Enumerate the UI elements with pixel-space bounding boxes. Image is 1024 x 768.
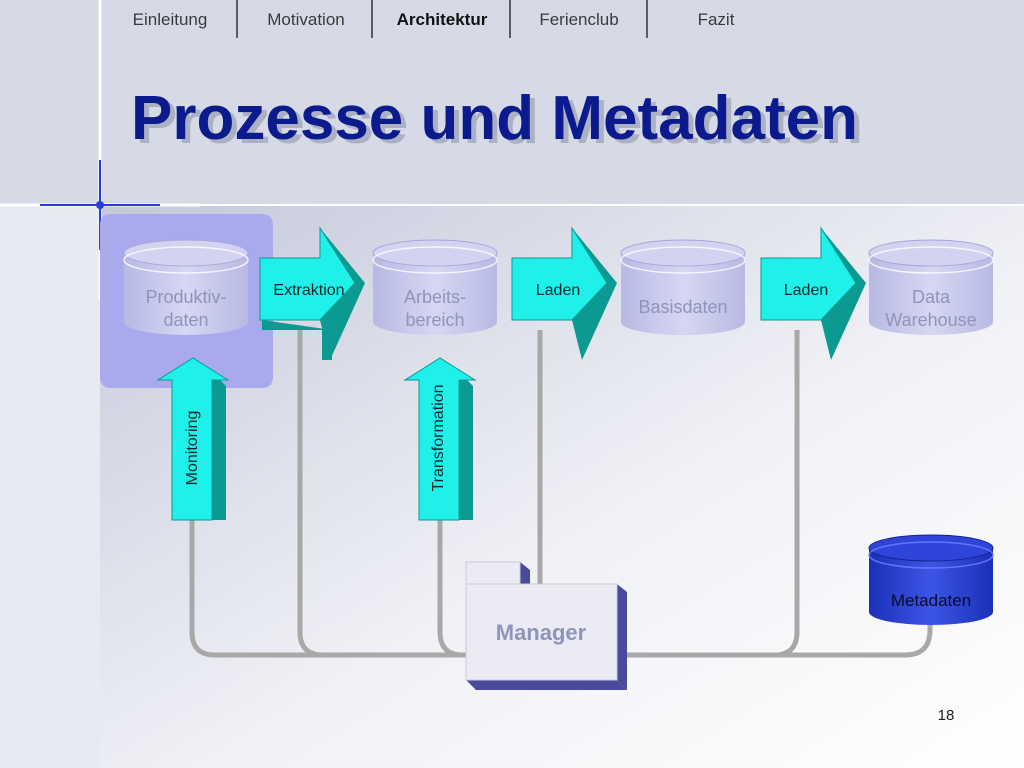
arrow-transformation: Transformation bbox=[403, 357, 477, 521]
nav-item-fazit[interactable]: Fazit bbox=[698, 10, 735, 29]
nav-item-ferienclub[interactable]: Ferienclub bbox=[539, 10, 618, 29]
store-label: Metadaten bbox=[891, 591, 971, 610]
store-label-line2: daten bbox=[163, 310, 208, 330]
arrow-laden-1: Laden bbox=[511, 226, 617, 360]
store-label-line2: Warehouse bbox=[885, 310, 976, 330]
arrow-label: Laden bbox=[536, 282, 581, 299]
header-band bbox=[0, 0, 1024, 205]
store-label-line1: Arbeits- bbox=[404, 287, 466, 307]
arrow-label: Monitoring bbox=[184, 411, 201, 486]
nav-item-motivation[interactable]: Motivation bbox=[267, 10, 344, 29]
left-margin bbox=[0, 205, 100, 768]
store-label-line1: Data bbox=[912, 287, 951, 307]
nav-item-architektur[interactable]: Architektur bbox=[397, 10, 488, 29]
store-basisdaten: Basisdaten bbox=[620, 239, 746, 335]
store-label-line1: Produktiv- bbox=[145, 287, 226, 307]
manager-label: Manager bbox=[496, 620, 587, 645]
manager-folder: Manager bbox=[465, 561, 627, 690]
store-arbeitsbereich: Arbeits- bereich bbox=[372, 239, 498, 335]
arrow-laden-2: Laden bbox=[760, 226, 866, 360]
store-data-warehouse: Data Warehouse bbox=[868, 239, 994, 335]
page-number: 18 bbox=[938, 707, 955, 724]
page-title-shadow: Prozesse und Metadaten bbox=[136, 88, 863, 157]
top-navigation: Einleitung Motivation Architektur Ferien… bbox=[133, 0, 735, 38]
store-metadaten: Metadaten bbox=[868, 534, 994, 625]
page-title: Prozesse und Metadaten bbox=[131, 84, 858, 153]
arrow-label: Laden bbox=[784, 282, 829, 299]
nav-item-einleitung[interactable]: Einleitung bbox=[133, 10, 208, 29]
store-label: Basisdaten bbox=[638, 297, 727, 317]
arrow-monitoring: Monitoring bbox=[156, 357, 230, 521]
arrow-extraktion: Extraktion bbox=[259, 226, 365, 360]
arrow-label: Extraktion bbox=[273, 282, 344, 299]
arrow-label: Transformation bbox=[430, 385, 447, 492]
store-label-line2: bereich bbox=[405, 310, 464, 330]
store-produktivdaten: Produktiv- daten bbox=[123, 239, 249, 335]
